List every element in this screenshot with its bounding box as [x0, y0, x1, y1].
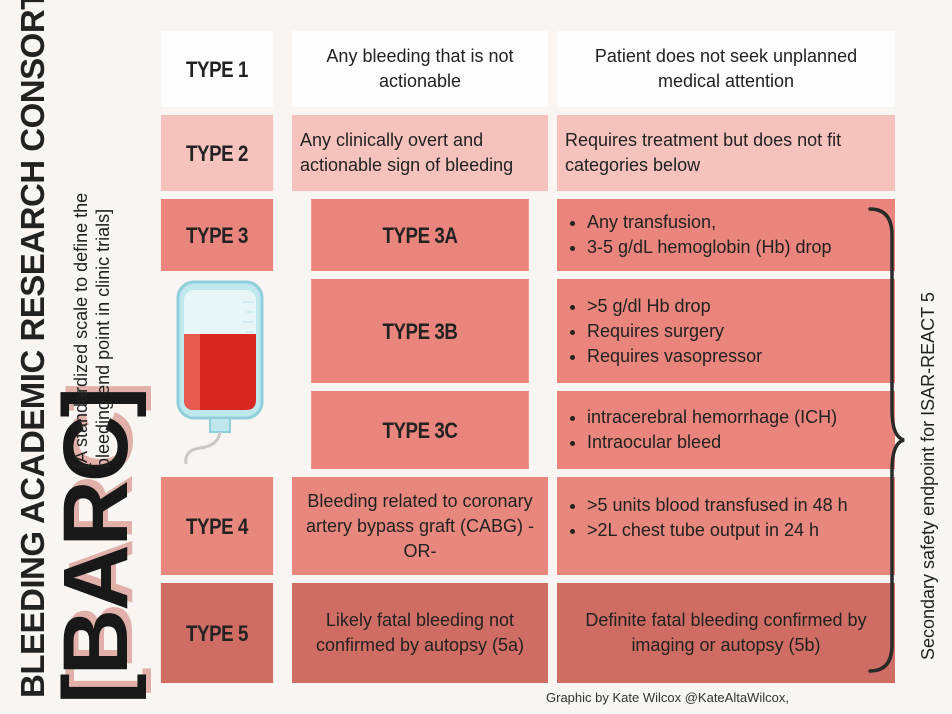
type4-label: TYPE 4: [160, 477, 274, 575]
type2-description: Any clinically overt and actionable sign…: [292, 115, 548, 191]
curly-brace-icon: [868, 207, 905, 673]
list-item: >5 units blood transfused in 48 h: [587, 493, 848, 518]
side-note: Secondary safety endpoint for ISAR-REACT…: [918, 292, 938, 660]
type5-criteria: Definite fatal bleeding confirmed by ima…: [557, 583, 895, 683]
list-item: Requires vasopressor: [587, 344, 762, 369]
iv-blood-bag-icon: [176, 280, 264, 465]
type3a-bullet-list: Any transfusion, 3-5 g/dL hemoglobin (Hb…: [567, 210, 831, 260]
type3c-bullet-list: intracerebral hemorrhage (ICH) Intraocul…: [567, 405, 837, 455]
type4-bullet-list: >5 units blood transfused in 48 h >2L ch…: [567, 493, 848, 543]
list-item: >2L chest tube output in 24 h: [587, 518, 848, 543]
type3a-label: TYPE 3A: [311, 199, 529, 271]
list-item: >5 g/dl Hb drop: [587, 294, 762, 319]
type5-description: Likely fatal bleeding not confirmed by a…: [292, 583, 548, 683]
list-item: intracerebral hemorrhage (ICH): [587, 405, 837, 430]
list-item: Intraocular bleed: [587, 430, 837, 455]
type3a-criteria: Any transfusion, 3-5 g/dL hemoglobin (Hb…: [557, 199, 895, 271]
type2-label: TYPE 2: [160, 115, 274, 191]
type1-criteria: Patient does not seek unplanned medical …: [557, 31, 895, 107]
type4-description: Bleeding related to coronary artery bypa…: [292, 477, 548, 575]
list-item: 3-5 g/dL hemoglobin (Hb) drop: [587, 235, 831, 260]
type2-criteria: Requires treatment but does not fit cate…: [557, 115, 895, 191]
credit-line: Graphic by Kate Wilcox @KateAltaWilcox,: [546, 690, 789, 705]
subtitle-line-1: [A standardized scale to define the: [71, 192, 91, 468]
type3b-bullet-list: >5 g/dl Hb drop Requires surgery Require…: [567, 294, 762, 369]
type3b-label: TYPE 3B: [311, 279, 529, 383]
subtitle-line-2: bleeding end point in clinic trials]: [93, 208, 113, 468]
type3b-criteria: >5 g/dl Hb drop Requires surgery Require…: [557, 279, 895, 383]
list-item: Requires surgery: [587, 319, 762, 344]
type3-label: TYPE 3: [160, 199, 274, 271]
type1-description: Any bleeding that is not actionable: [292, 31, 548, 107]
list-item: Any transfusion,: [587, 210, 831, 235]
type1-label: TYPE 1: [160, 31, 274, 107]
subtitle: [A standardized scale to define the blee…: [70, 193, 114, 468]
type4-criteria: >5 units blood transfused in 48 h >2L ch…: [557, 477, 895, 575]
type3c-label: TYPE 3C: [311, 391, 529, 469]
type5-label: TYPE 5: [160, 583, 274, 683]
type3c-criteria: intracerebral hemorrhage (ICH) Intraocul…: [557, 391, 895, 469]
